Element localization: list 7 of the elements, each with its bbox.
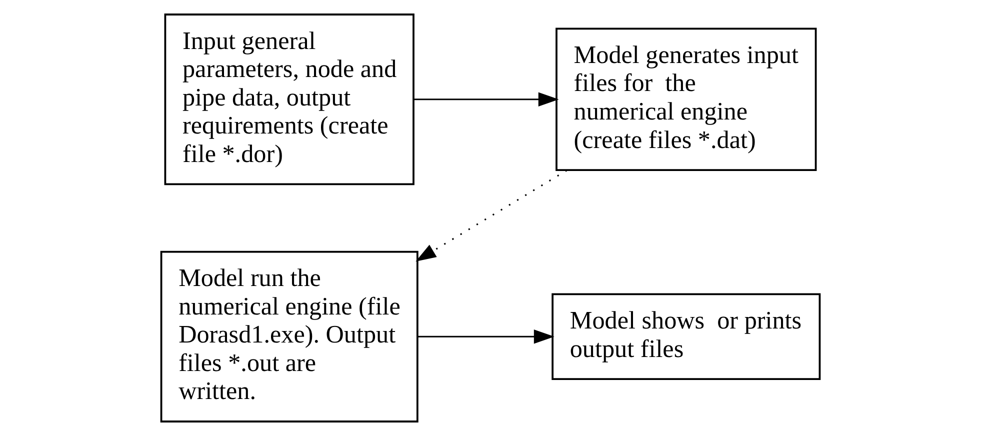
node-box: Model shows or prints output files: [552, 293, 821, 380]
arrow: [414, 92, 559, 107]
arrow: [416, 170, 568, 262]
node-box: Model run the numerical engine (file Dorasd1.exe). Output files *.out are written.: [160, 250, 418, 422]
arrow: [418, 329, 554, 344]
node-box: Model generates input files for the numerical engine (create files *.dat): [556, 28, 817, 172]
node-box: Input general parameters, node and pipe data, output requirements (create file *.dor): [164, 14, 414, 186]
